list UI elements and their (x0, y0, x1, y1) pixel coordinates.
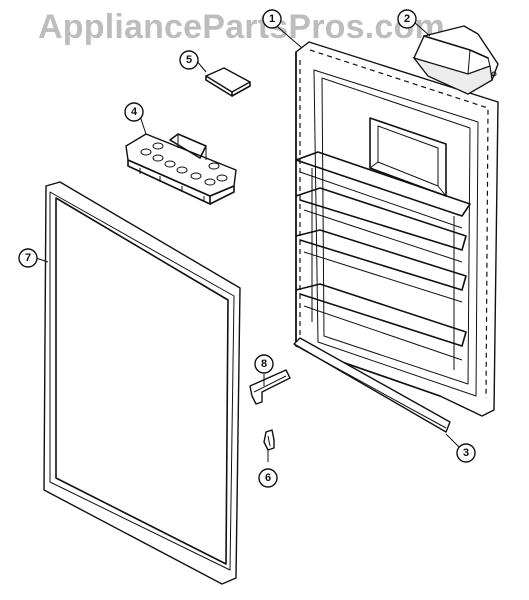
callout-8: 8 (254, 354, 274, 374)
small-tray[interactable] (205, 67, 251, 97)
svg-text:4: 4 (131, 106, 138, 118)
svg-text:6: 6 (265, 472, 271, 484)
door-gasket[interactable] (43, 181, 241, 585)
callout-6: 6 (258, 468, 278, 488)
svg-text:1: 1 (269, 13, 275, 25)
svg-text:3: 3 (463, 447, 469, 459)
callout-2: 2 (397, 9, 417, 29)
callout-1: 1 (262, 9, 282, 29)
callout-5: 5 (179, 50, 199, 70)
callout-7: 7 (18, 248, 38, 268)
clip[interactable] (263, 429, 275, 451)
callout-3: 3 (456, 443, 476, 463)
hinge-cover[interactable] (249, 369, 291, 405)
ice-tray[interactable] (125, 133, 237, 205)
callout-4: 4 (124, 102, 144, 122)
shelf-cover[interactable] (412, 25, 499, 95)
door-trim[interactable] (293, 337, 451, 433)
svg-text:7: 7 (25, 252, 31, 264)
door-liner[interactable] (295, 41, 499, 417)
svg-text:8: 8 (261, 358, 267, 370)
svg-text:5: 5 (186, 54, 192, 66)
svg-text:2: 2 (404, 13, 410, 25)
watermark-text: AppliancePartsPros.com (38, 8, 445, 46)
